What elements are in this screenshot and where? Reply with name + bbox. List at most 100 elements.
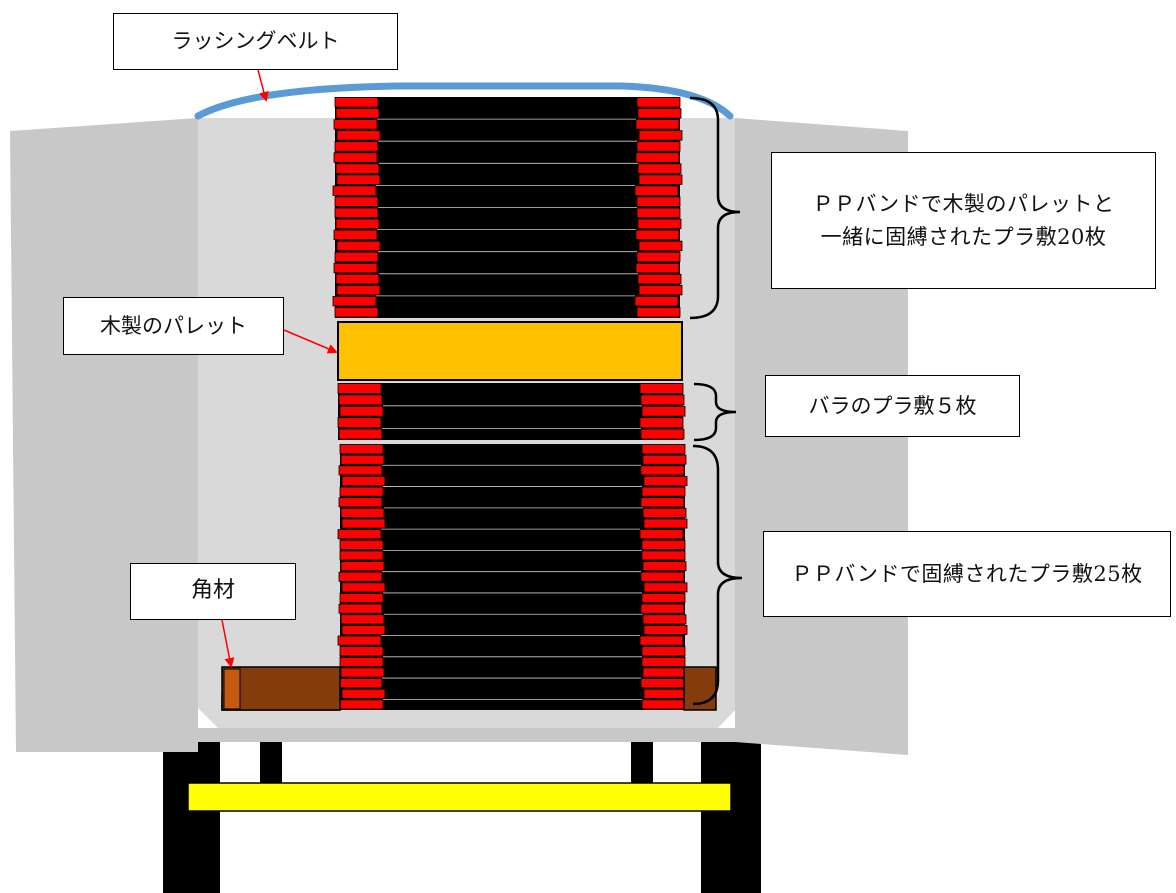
top-stack-20-sheets — [332, 97, 683, 318]
sheet-right-edge — [635, 229, 680, 241]
sheet-right-edge — [641, 656, 686, 667]
loose-stack-5-sheets — [337, 383, 686, 440]
sheet-right-edge — [642, 454, 687, 465]
sheet-left-edge — [335, 163, 380, 174]
truck-chassis — [163, 733, 761, 893]
sheet-right-edge — [640, 678, 685, 689]
sheet-right-edge — [641, 444, 686, 455]
sheet-right-edge — [639, 635, 684, 646]
sheet-left-edge — [335, 273, 380, 285]
sheet-right-edge — [641, 539, 686, 550]
sheet-right-edge — [639, 529, 684, 540]
sheet-left-edge — [338, 571, 383, 582]
sheet-right-edge — [640, 465, 685, 476]
sheet-left-edge — [335, 218, 380, 230]
sheet-left-edge — [338, 497, 383, 508]
label-top-stack-line1: ＰＰバンドで木製のパレットと — [812, 191, 1115, 216]
sheet-right-edge — [636, 207, 681, 218]
sheet-left-edge — [337, 635, 382, 646]
sheet-left-edge — [339, 486, 384, 497]
sheet-left-edge — [339, 550, 384, 561]
sheet-left-edge — [334, 97, 379, 108]
label-lashing-belt-text: ラッシングベルト — [171, 29, 340, 54]
sheet-right-edge — [641, 405, 686, 417]
sheet-right-edge — [641, 646, 686, 657]
bracket-loose-stack — [693, 382, 737, 442]
sheet-left-edge — [340, 614, 385, 625]
sheet-right-edge — [636, 196, 681, 207]
sheet-left-edge — [337, 417, 382, 429]
sheet-right-edge — [638, 174, 683, 185]
sheet-right-edge — [643, 624, 688, 635]
sheet-left-edge — [333, 229, 378, 241]
label-loose-sheets-text: バラのプラ敷５枚 — [808, 393, 977, 418]
sheet-right-edge — [635, 262, 680, 274]
sheet-left-edge — [337, 529, 382, 540]
sheet-left-edge — [334, 207, 379, 218]
sheet-right-edge — [638, 130, 683, 141]
arrow-lashing-belt — [257, 69, 269, 102]
sheet-left-edge — [336, 240, 381, 252]
left-side-gate — [10, 118, 198, 752]
sheet-right-edge — [640, 603, 685, 614]
sheet-left-edge — [340, 561, 385, 572]
sheet-right-edge — [636, 307, 681, 318]
stack-body — [340, 444, 685, 710]
sheet-right-edge — [642, 561, 687, 572]
sheet-left-edge — [334, 251, 379, 263]
sheet-left-edge — [332, 295, 377, 307]
sheet-right-edge — [637, 163, 682, 174]
sheet-left-edge — [340, 454, 385, 465]
label-loose-sheets: バラのプラ敷５枚 — [765, 375, 1020, 437]
sheet-left-edge — [339, 699, 384, 710]
sheet-right-edge — [635, 152, 680, 163]
sheet-left-edge — [338, 603, 383, 614]
stack-body — [338, 383, 683, 440]
sheet-left-edge — [341, 688, 386, 699]
sheet-left-edge — [338, 678, 383, 689]
sheet-right-edge — [639, 417, 684, 429]
label-top-stack: ＰＰバンドで木製のパレットと 一緒に固縛されたプラ敷20枚 — [771, 152, 1156, 289]
sheet-right-edge — [640, 394, 685, 406]
sheet-right-edge — [641, 550, 686, 561]
sheet-left-edge — [333, 152, 378, 163]
sheet-right-edge — [640, 571, 685, 582]
label-top-stack-line2: 一緒に固縛されたプラ敷20枚 — [820, 224, 1107, 249]
sheet-right-edge — [636, 141, 681, 152]
sheet-right-edge — [634, 295, 679, 307]
axle-bar — [187, 782, 732, 812]
sheet-left-edge — [341, 518, 386, 529]
sheet-right-edge — [641, 699, 686, 710]
label-wooden-pallet: 木製のパレット — [63, 297, 284, 355]
sheet-right-edge — [641, 486, 686, 497]
label-wooden-pallet-text: 木製のパレット — [100, 313, 247, 338]
sheet-left-edge — [335, 108, 380, 119]
sheet-left-edge — [340, 667, 385, 678]
sheet-right-edge — [640, 428, 685, 440]
sheet-left-edge — [332, 185, 377, 196]
left-mount — [260, 733, 282, 790]
sheet-left-edge — [341, 624, 386, 635]
sheet-left-edge — [339, 444, 384, 455]
left-wheel — [163, 742, 220, 893]
sheet-left-edge — [337, 383, 382, 394]
arrow-wooden-pallet — [283, 329, 338, 354]
sheet-right-edge — [638, 284, 683, 296]
sheet-right-edge — [642, 614, 687, 625]
bracket-top-stack — [689, 96, 741, 320]
sheet-left-edge — [339, 593, 384, 604]
timber-body — [221, 666, 341, 711]
sheet-left-edge — [334, 196, 379, 207]
sheet-left-edge — [336, 174, 381, 185]
sheet-left-edge — [341, 582, 386, 593]
bottom-stack-25-sheets — [337, 444, 688, 710]
sheet-left-edge — [339, 656, 384, 667]
sheet-left-edge — [333, 119, 378, 130]
sheet-left-edge — [339, 539, 384, 550]
sheet-left-edge — [340, 507, 385, 518]
bracket-bottom-stack — [692, 444, 743, 706]
sheet-right-edge — [637, 218, 682, 230]
sheet-right-edge — [635, 119, 680, 130]
sheet-right-edge — [642, 507, 687, 518]
